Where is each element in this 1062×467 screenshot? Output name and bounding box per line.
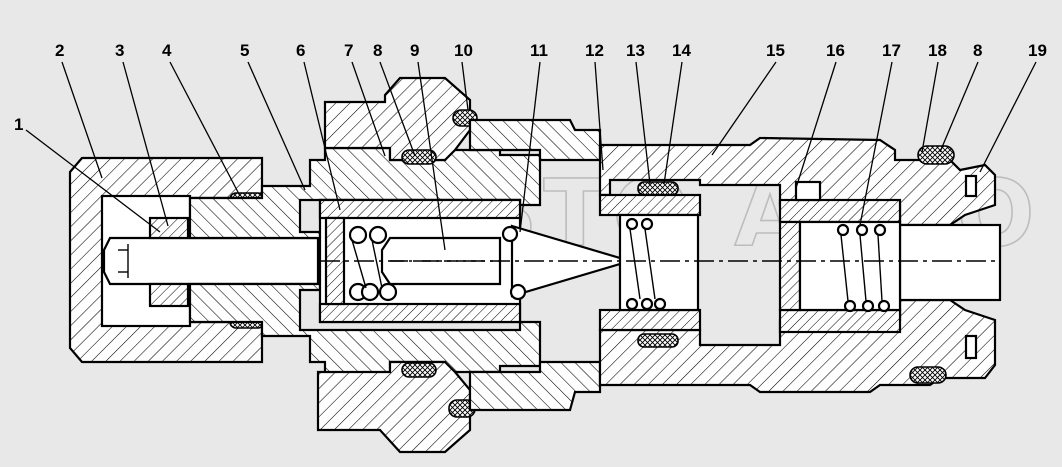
- callout-label-18: 18: [928, 41, 947, 60]
- leader-line-13: [635, 61, 651, 185]
- callout-label-11: 11: [530, 41, 548, 60]
- leader-line-6: [303, 61, 341, 211]
- callout-label-16: 16: [826, 41, 845, 60]
- callout-label-7: 7: [344, 41, 353, 60]
- leader-line-7: [351, 61, 386, 157]
- part-spring-middle: [625, 217, 667, 311]
- callout-label-1: 1: [14, 115, 23, 134]
- callout-label-10: 10: [454, 41, 473, 60]
- leader-line-8: [379, 61, 416, 157]
- callout-label-15: 15: [766, 41, 785, 60]
- leader-line-20: [979, 61, 1037, 173]
- leader-line-2: [61, 61, 103, 179]
- leader-line-17: [859, 61, 893, 226]
- callout-label-5: 5: [240, 41, 249, 60]
- part-end-plug: [964, 174, 978, 360]
- leader-line-14: [663, 61, 683, 185]
- part-oring-centre: [401, 109, 478, 418]
- callout-label-17: 17: [882, 41, 901, 60]
- leader-line-4: [169, 61, 241, 197]
- callout-label-9: 9: [410, 41, 419, 60]
- part-spring-right: [836, 223, 891, 313]
- part-stem: [102, 236, 320, 286]
- leader-line-15: [711, 61, 777, 156]
- leader-line-16: [795, 61, 837, 189]
- part-bushing: [148, 216, 190, 308]
- part-oring-right: [637, 145, 955, 384]
- part-hex-nut: [316, 76, 472, 454]
- callout-label-3: 3: [115, 41, 124, 60]
- leader-line-9: [417, 61, 446, 251]
- callout-label-19: 8: [973, 41, 982, 60]
- callout-label-8: 8: [373, 41, 382, 60]
- leader-line-1: [25, 129, 161, 233]
- callout-label-13: 13: [626, 41, 645, 60]
- callout-label-14: 14: [672, 41, 691, 60]
- callout-label-2: 2: [55, 41, 64, 60]
- leader-line-5: [247, 61, 306, 191]
- part-flange: [468, 118, 602, 412]
- part-spring-left: [348, 225, 398, 302]
- leader-line-18: [921, 61, 939, 153]
- leader-line-12: [594, 61, 604, 171]
- leader-line-10: [461, 61, 469, 111]
- leader-line-11: [519, 61, 541, 233]
- callout-label-4: 4: [162, 41, 172, 60]
- callout-label-12: 12: [585, 41, 604, 60]
- leader-line-19: [939, 61, 979, 153]
- leader-line-3: [122, 61, 169, 227]
- callout-label-6: 6: [296, 41, 305, 60]
- callout-label-20: 19: [1028, 41, 1047, 60]
- part-right-piston: [778, 180, 902, 334]
- part-spring-cup: [598, 193, 702, 332]
